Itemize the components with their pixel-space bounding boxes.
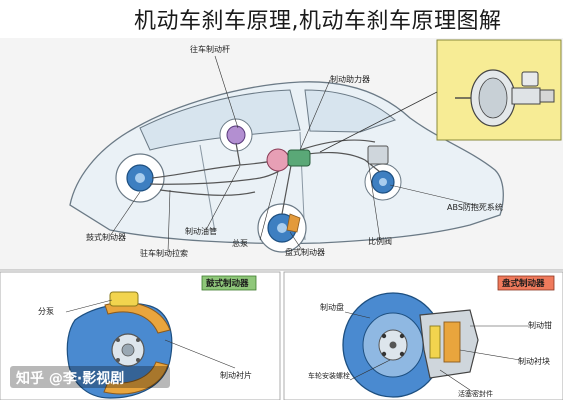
drum-label-lining: 制动衬片	[220, 370, 252, 380]
leader-lines-top	[109, 55, 476, 253]
page-title: 机动车刹车原理,机动车刹车原理图解	[134, 9, 502, 34]
watermark-text: 知乎 @李·影视剧	[16, 370, 124, 387]
label-brake-booster: 制动助力器	[330, 74, 370, 84]
label-abs-system: ABS防抱死系统	[447, 202, 503, 212]
label-caliper: 盘式制动器	[285, 247, 325, 257]
disc-label-mount: 车轮安装螺栓	[308, 371, 350, 380]
drum-panel-tag: 鼓式制动器	[206, 278, 249, 289]
label-master-cyl: 总泵	[232, 238, 248, 248]
drum-label-shoe: 分泵	[38, 307, 54, 316]
drum-brake-panel	[0, 271, 281, 400]
label-drum-brake: 鼓式制动器	[86, 232, 126, 242]
disc-label-caliper: 制动钳	[528, 320, 552, 330]
label-brake-hose: 制动油管	[185, 226, 217, 236]
watermark: 知乎 @李·影视剧	[10, 366, 170, 388]
disc-brake-panel	[283, 271, 563, 400]
label-rear-brake: 往车制动杆	[190, 44, 230, 54]
label-parking-cable: 驻车制动拉索	[140, 248, 188, 258]
disc-label-pad: 制动衬块	[518, 356, 550, 366]
master-cylinder	[266, 145, 389, 172]
disc-panel-tag: 盘式制动器	[502, 278, 545, 289]
wheel-brakes	[126, 125, 395, 243]
booster-inset	[319, 39, 562, 153]
disc-label-disc: 制动盘	[320, 302, 344, 312]
disc-label-piston: 活塞密封件	[458, 389, 493, 398]
label-proportion-valve: 比例阀	[368, 236, 392, 246]
